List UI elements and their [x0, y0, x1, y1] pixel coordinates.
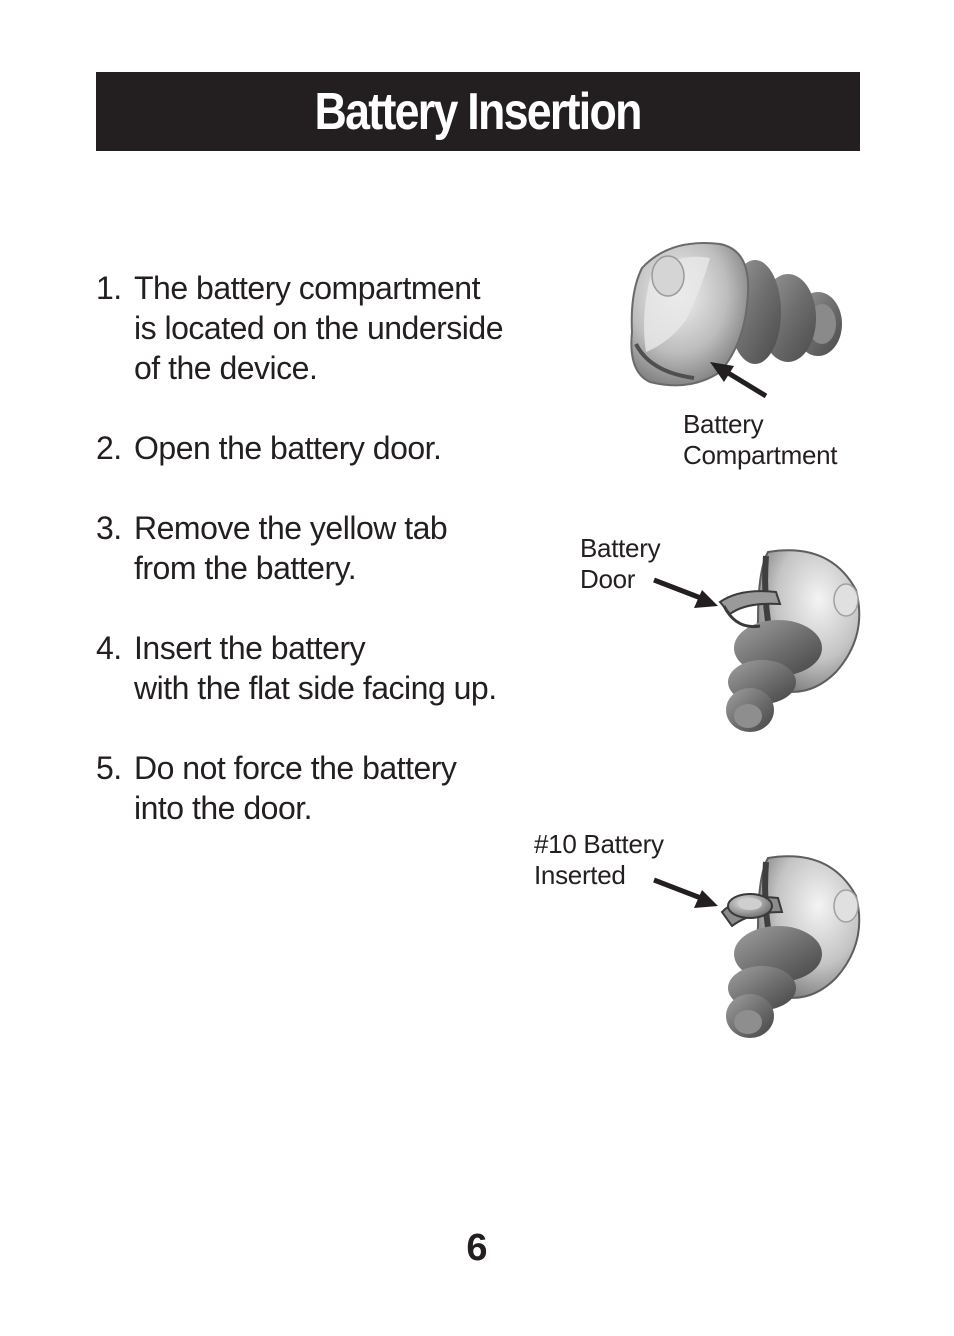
step-line: Open the battery door.	[134, 430, 442, 466]
step-number: 3.	[96, 510, 122, 546]
step-line: Do not force the battery	[134, 750, 457, 786]
label-line: Inserted	[534, 860, 626, 890]
step-text: Insert the battery with the flat side fa…	[134, 628, 536, 708]
step-text: Open the battery door.	[134, 428, 536, 468]
step-line: is located on the underside	[134, 310, 503, 346]
step-line: of the device.	[134, 350, 318, 386]
label-line: Battery	[580, 533, 661, 563]
list-item: 5. Do not force the battery into the doo…	[96, 748, 536, 828]
step-line: from the battery.	[134, 550, 357, 586]
step-text: The battery compartment is located on th…	[134, 268, 536, 388]
page-number: 6	[466, 1227, 488, 1269]
hearing-aid-battery-inserted-icon	[653, 855, 861, 1038]
battery-inserted-label: #10 Battery Inserted	[534, 829, 664, 891]
label-line: Compartment	[683, 440, 838, 470]
step-number: 5.	[96, 750, 122, 786]
step-line: The battery compartment	[134, 270, 480, 306]
list-item: 2. Open the battery door.	[96, 428, 536, 468]
label-line: Door	[580, 564, 636, 594]
battery-compartment-label: Battery Compartment	[683, 409, 838, 471]
label-line: #10 Battery	[534, 829, 664, 859]
hearing-aid-underside-icon	[630, 242, 842, 399]
step-text: Remove the yellow tab from the battery.	[134, 508, 536, 588]
step-line: with the flat side facing up.	[134, 670, 497, 706]
label-line: Battery	[683, 409, 764, 439]
title-bar: Battery Insertion	[96, 72, 860, 151]
step-text: Do not force the battery into the door.	[134, 748, 536, 828]
instruction-list: 1. The battery compartment is located on…	[96, 268, 536, 868]
page-title: Battery Insertion	[314, 82, 643, 141]
step-line: Remove the yellow tab	[134, 510, 448, 546]
list-item: 1. The battery compartment is located on…	[96, 268, 536, 388]
step-number: 2.	[96, 430, 122, 466]
step-line: into the door.	[134, 790, 313, 826]
list-item: 4. Insert the battery with the flat side…	[96, 628, 536, 708]
list-item: 3. Remove the yellow tab from the batter…	[96, 508, 536, 588]
hearing-aid-door-open-icon	[653, 549, 861, 732]
step-line: Insert the battery	[134, 630, 366, 666]
step-number: 1.	[96, 270, 122, 306]
step-number: 4.	[96, 630, 122, 666]
battery-door-label: Battery Door	[580, 533, 661, 595]
